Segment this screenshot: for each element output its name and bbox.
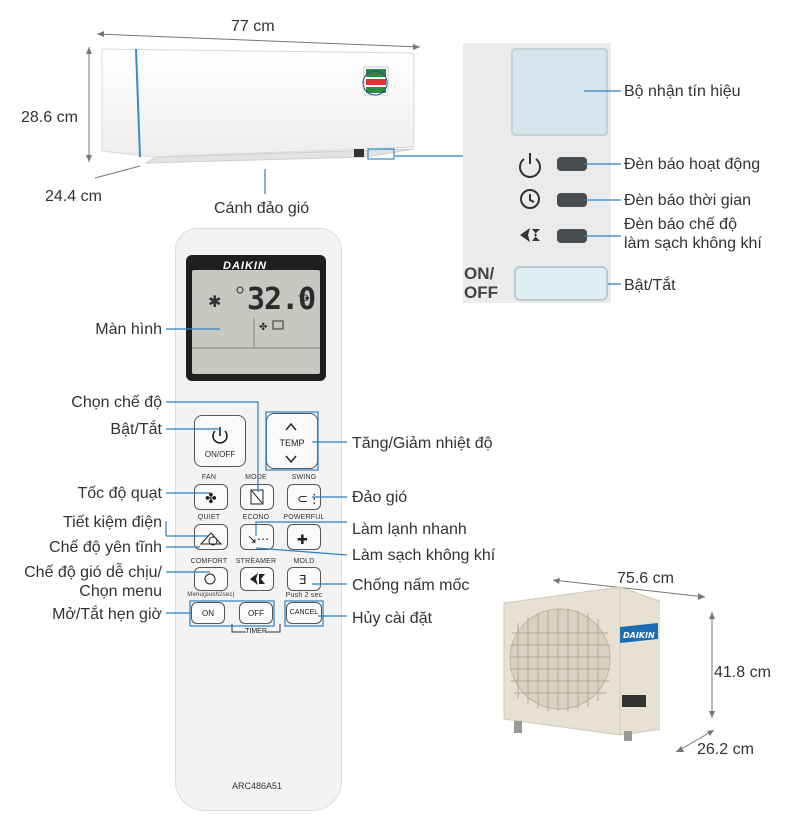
label-panel-onoff: Bật/Tắt <box>624 277 676 294</box>
dim-indoor-depth: 24.4 cm <box>45 188 102 205</box>
fan-icon: ✤ <box>205 491 217 507</box>
temp-text: TEMP <box>279 438 305 448</box>
mold-icon: Ǝ <box>299 573 307 587</box>
cap-comfort: COMFORT <box>190 558 228 565</box>
lcd-unit: °C <box>298 293 309 303</box>
powerful-button[interactable] <box>287 524 321 550</box>
label-timer-lamp: Đèn báo thời gian <box>624 192 752 209</box>
mold-button[interactable] <box>287 567 321 591</box>
chevron-up-icon <box>285 422 297 431</box>
label-timer: Mở/Tắt hẹn giờ <box>52 606 162 623</box>
label-comfort: Chế độ gió dễ chịu/ Chọn menu <box>24 564 162 600</box>
snowflake-icon: ✱ <box>208 292 221 311</box>
powerful-icon: ✚ <box>297 533 308 548</box>
label-operation-lamp: Đèn báo hoạt động <box>624 156 761 173</box>
comfort-icon <box>204 573 216 585</box>
remote-onoff-button[interactable] <box>194 415 246 467</box>
dim-outdoor-height: 41.8 cm <box>714 664 771 681</box>
cap-fan: FAN <box>201 474 217 481</box>
streamer-icon <box>520 228 540 242</box>
chevron-down-icon <box>285 455 297 464</box>
timer-text: TIMER <box>245 628 267 635</box>
svg-text:DAIKIN: DAIKIN <box>623 631 655 640</box>
lcd-temperature: 32.0 <box>247 282 316 317</box>
label-display: Màn hình <box>95 321 162 338</box>
timer-lamp <box>557 193 587 207</box>
cap-mode: MODE <box>245 474 267 481</box>
cap-mold: MOLD <box>293 558 315 565</box>
label-fan-speed: Tốc độ quạt <box>77 485 163 502</box>
panel-onoff-button[interactable] <box>514 266 608 301</box>
label-receiver: Bộ nhận tín hiệu <box>624 83 741 100</box>
label-powerful: Làm lạnh nhanh <box>352 521 467 538</box>
econo-button[interactable] <box>240 524 274 550</box>
dim-outdoor-width: 75.6 cm <box>617 570 674 587</box>
timer-off-text: OFF <box>248 609 264 618</box>
label-mold: Chống nấm mốc <box>352 577 470 594</box>
cap-menu: Menu(push2sec) <box>187 592 235 598</box>
label-temp-adjust: Tăng/Giảm nhiệt độ <box>352 435 493 452</box>
label-quiet: Chế độ yên tĩnh <box>49 539 162 556</box>
label-purify-lamp: Đèn báo chế độ làm sạch không khí <box>624 216 762 252</box>
label-cancel: Hủy cài đặt <box>352 610 433 627</box>
econo-icon: ↘⋯ <box>247 532 269 546</box>
dim-indoor-height: 28.6 cm <box>21 109 78 126</box>
signal-receiver-window <box>511 48 608 136</box>
fan-button[interactable] <box>194 484 228 510</box>
streamer-button[interactable] <box>240 567 274 591</box>
label-swing: Đảo gió <box>352 489 408 506</box>
cap-streamer: STREAMER <box>235 558 277 565</box>
panel-onoff-text: ON/ OFF <box>464 264 498 302</box>
fan-lcd-icon: ✤ <box>259 322 267 333</box>
label-streamer: Làm sạch không khí <box>352 547 496 564</box>
remote-model: ARC486A51 <box>232 781 283 791</box>
remote-onoff-text: ON/OFF <box>204 450 236 459</box>
streamer-button-icon <box>250 573 258 585</box>
cancel-text: CANCEL <box>289 609 319 616</box>
swing-icon: ⊂⋮ <box>297 492 321 507</box>
operation-lamp <box>557 157 587 171</box>
cap-econo: ECONO <box>242 514 270 521</box>
remote-lcd <box>192 270 320 374</box>
power-icon <box>519 153 541 178</box>
label-louver: Cánh đảo gió <box>214 200 310 217</box>
indoor-unit-image <box>101 48 415 164</box>
dim-outdoor-depth: 26.2 cm <box>697 741 754 758</box>
label-power: Bật/Tắt <box>110 421 162 438</box>
timer-off-button[interactable] <box>239 602 273 624</box>
label-mode-select: Chọn chế độ <box>71 394 162 411</box>
cap-powerful: POWERFUL <box>283 514 325 521</box>
cap-swing: SWING <box>291 474 317 481</box>
cap-quiet: QUIET <box>197 514 221 521</box>
cap-push2sec: Push 2 sec <box>285 592 323 599</box>
outdoor-unit-image: DAIKIN <box>503 586 660 741</box>
mode-icon <box>250 489 264 505</box>
daikin-logo: DAIKIN <box>223 260 267 272</box>
timer-on-text: ON <box>202 609 214 618</box>
clock-icon <box>520 189 540 209</box>
purify-lamp <box>557 229 587 243</box>
comfort-button[interactable] <box>194 567 228 591</box>
label-econo: Tiết kiệm điện <box>63 514 162 531</box>
dim-indoor-width: 77 cm <box>231 18 275 35</box>
cancel-button[interactable] <box>286 602 322 624</box>
